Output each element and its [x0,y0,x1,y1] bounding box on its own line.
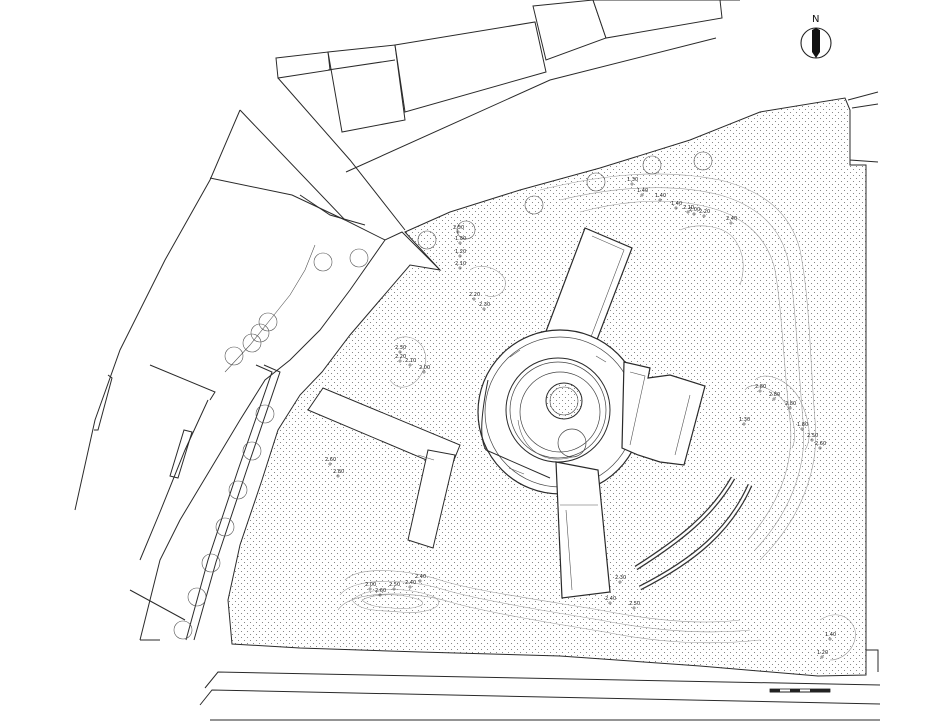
terrain-contours [337,173,856,661]
spot-level-marker [640,193,644,197]
spot-level-marker [398,350,402,354]
spot-levels: 1.301.401.401.402.102.002.202.402.501.30… [325,177,836,659]
spot-level-marker [674,206,678,210]
spot-level-label: 2.50 [807,433,818,439]
spot-level-label: 2.40 [405,580,416,586]
spot-level-marker [729,221,733,225]
left-building-block [74,109,441,641]
north-arrow: N [800,14,832,59]
spot-level-label: 2.60 [815,441,826,447]
trees [173,151,713,640]
spot-level-marker [630,182,634,186]
spot-level-marker [328,462,332,466]
spot-level-marker [742,422,746,426]
spot-level-label: 2.80 [333,469,344,475]
north-label: N [812,14,819,25]
road [199,671,881,721]
spot-level-marker [458,266,462,270]
spot-level-marker [702,214,706,218]
pavilion-structure [307,227,706,599]
spot-level-marker [392,587,396,591]
spot-level-label: 2.60 [325,457,336,463]
spot-level-marker [422,370,426,374]
spot-level-marker [472,297,476,301]
spot-level-marker [456,230,460,234]
spot-level-label: 2.00 [365,582,376,588]
spot-level-label: 2.40 [726,216,737,222]
spot-level-label: 1.30 [455,236,466,242]
spot-level-marker [632,606,636,610]
spot-level-marker [408,363,412,367]
spot-level-label: 1.30 [627,177,638,183]
spot-level-label: 2.30 [395,345,406,351]
spot-level-marker [378,593,382,597]
spot-level-label: 2.30 [479,302,490,308]
curved-benches [634,476,753,591]
spot-level-label: 1.40 [655,193,666,199]
spot-level-marker [482,307,486,311]
spot-level-label: 2.60 [375,588,386,594]
spot-level-label: 1.30 [739,417,750,423]
spot-level-label: 2.20 [699,209,710,215]
spot-level-marker [692,212,696,216]
spot-level-label: 1.20 [455,249,466,255]
spot-level-label: 2.30 [615,575,626,581]
spot-level-label: 2.20 [395,354,406,360]
spot-level-label: 2.00 [419,365,430,371]
spot-level-label: 1.20 [817,650,828,656]
spot-level-marker [810,438,814,442]
spot-level-label: 2.50 [629,601,640,607]
spot-level-label: 2.50 [389,582,400,588]
scale-bar [769,688,831,693]
spot-level-marker [800,427,804,431]
spot-level-marker [418,579,422,583]
spot-level-label: 2.40 [415,574,426,580]
spot-level-label: 2.00 [689,207,700,213]
spot-level-marker [458,254,462,258]
spot-level-marker [368,587,372,591]
spot-level-label: 1.40 [637,188,648,194]
spot-level-label: 2.80 [769,392,780,398]
spot-level-label: 2.40 [605,596,616,602]
spot-level-marker [686,210,690,214]
spot-level-marker [608,601,612,605]
spot-level-marker [408,585,412,589]
spot-level-label: 2.50 [453,225,464,231]
spot-level-label: 2.10 [455,261,466,267]
spot-level-marker [818,446,822,450]
spot-level-marker [618,580,622,584]
spot-level-label: 2.10 [683,205,694,211]
spot-level-marker [772,397,776,401]
spot-level-label: 2.10 [405,358,416,364]
spot-level-label: 2.80 [785,401,796,407]
spot-level-label: 1.40 [671,201,682,207]
spot-level-marker [336,474,340,478]
spot-level-marker [820,655,824,659]
spot-level-marker [758,389,762,393]
spot-level-marker [658,198,662,202]
spot-level-label: 1.40 [825,632,836,638]
spot-level-marker [788,406,792,410]
neighbouring-buildings [275,0,740,231]
spot-level-label: 2.20 [469,292,480,298]
spot-level-marker [828,637,832,641]
spot-level-label: 1.80 [797,422,808,428]
spot-level-marker [398,359,402,363]
spot-level-marker [458,241,462,245]
spot-level-label: 2.80 [755,384,766,390]
